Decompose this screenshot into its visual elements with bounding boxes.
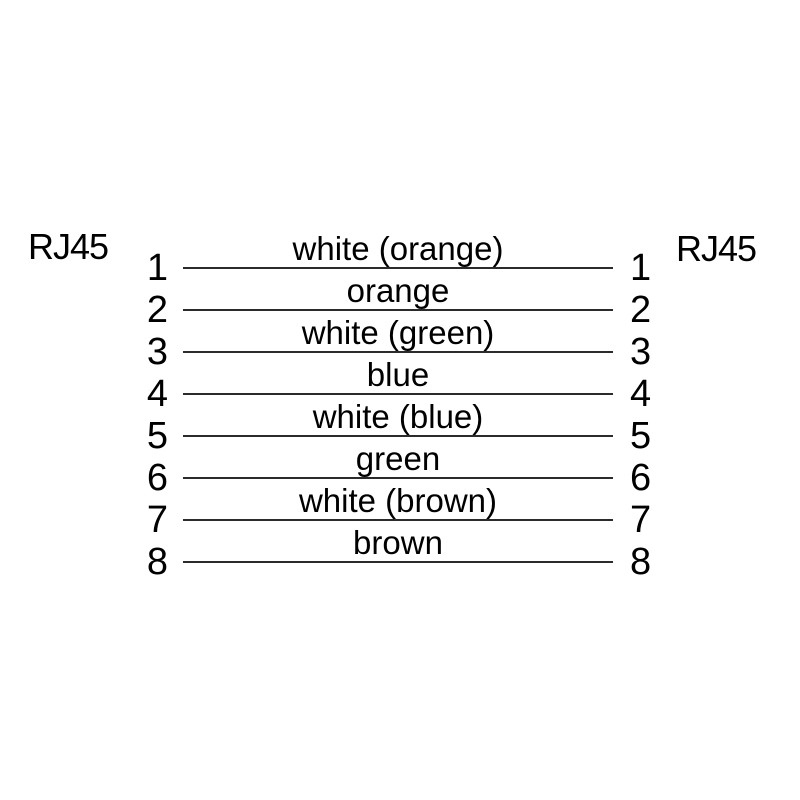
wire-line xyxy=(183,519,613,521)
wire-line xyxy=(183,351,613,353)
pin-number-right: 7 xyxy=(630,499,652,541)
wire-color-label: blue xyxy=(366,356,430,393)
wire-color-label: white (green) xyxy=(301,314,495,351)
wire-line xyxy=(183,267,613,269)
wire-line xyxy=(183,309,613,311)
pin-number-right: 5 xyxy=(630,415,652,457)
pin-number-left: 5 xyxy=(146,415,168,457)
wire-row-pin3: 3 white (green) 3 xyxy=(147,310,651,371)
pin-number-left: 4 xyxy=(146,373,168,415)
pin-number-right: 1 xyxy=(630,247,652,289)
wire-color-label: white (brown) xyxy=(298,482,498,519)
wire-color-label: orange xyxy=(346,272,450,309)
wire-color-label: white (orange) xyxy=(292,230,504,267)
pin-number-left: 1 xyxy=(146,247,168,289)
wire-row-pin1: 1 white (orange) 1 xyxy=(147,226,651,287)
pin-number-right: 3 xyxy=(630,331,652,373)
wire-color-label: brown xyxy=(353,524,443,561)
pin-number-right: 6 xyxy=(630,457,652,499)
wire-row-pin5: 5 white (blue) 5 xyxy=(147,394,651,455)
wire-list: 1 white (orange) 1 2 orange 2 3 white (g… xyxy=(147,226,651,581)
wire-row-pin8: 8 brown 8 xyxy=(147,520,651,581)
wire-line xyxy=(183,477,613,479)
wire-line xyxy=(183,435,613,437)
pin-number-left: 6 xyxy=(146,457,168,499)
pin-number-right: 8 xyxy=(630,541,652,583)
wire-row-pin2: 2 orange 2 xyxy=(147,268,651,329)
wire-line xyxy=(183,561,613,563)
pin-number-right: 4 xyxy=(630,373,652,415)
wire-color-label: green xyxy=(355,440,441,477)
pin-number-left: 8 xyxy=(146,541,168,583)
wire-row-pin7: 7 white (brown) 7 xyxy=(147,478,651,539)
wire-line xyxy=(183,393,613,395)
rj45-label-right: RJ45 xyxy=(676,228,757,269)
wire-row-pin6: 6 green 6 xyxy=(147,436,651,497)
pin-number-left: 2 xyxy=(146,289,168,331)
pin-number-right: 2 xyxy=(630,289,652,331)
pin-number-left: 7 xyxy=(146,499,168,541)
pin-number-left: 3 xyxy=(146,331,168,373)
wire-row-pin4: 4 blue 4 xyxy=(147,352,651,413)
rj45-label-left: RJ45 xyxy=(28,226,109,267)
wire-color-label: white (blue) xyxy=(312,398,484,435)
